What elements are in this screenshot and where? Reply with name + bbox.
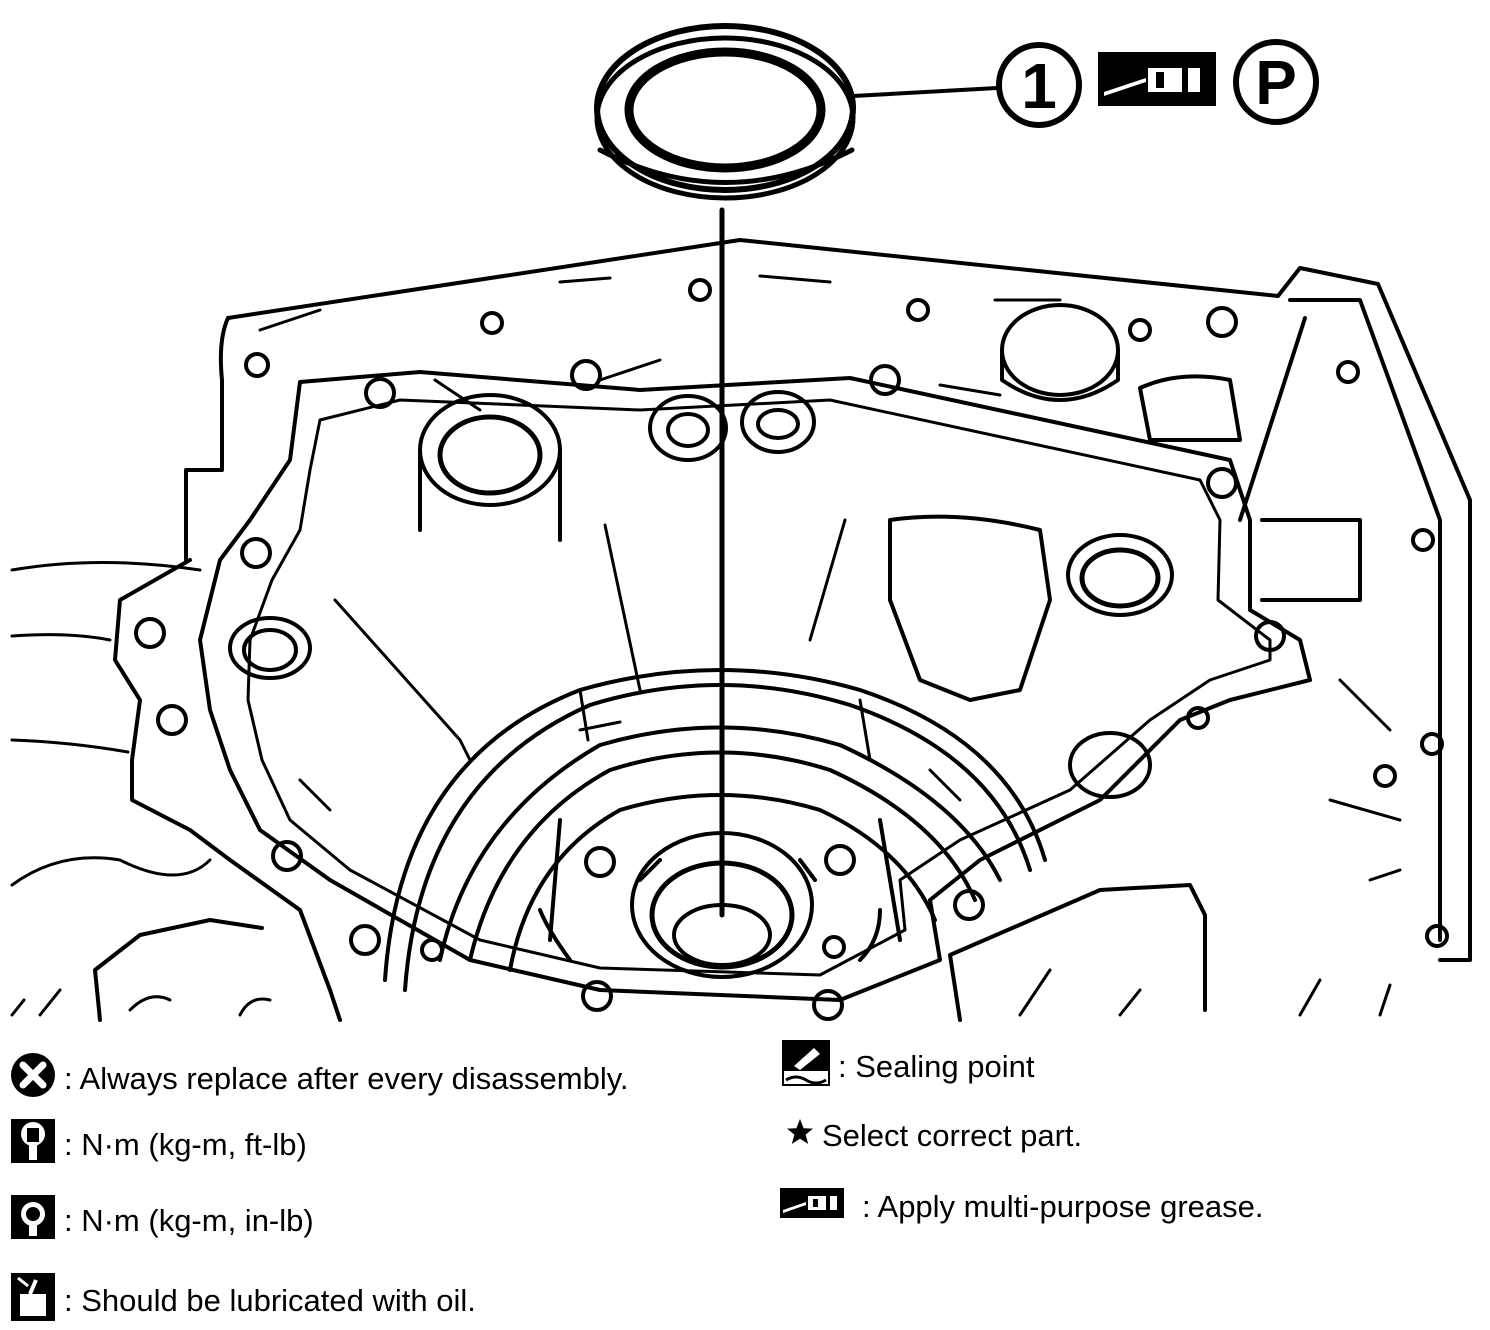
ports bbox=[228, 303, 1242, 799]
oil-can-icon bbox=[10, 1272, 56, 1330]
legend-torque-ftlb: : N·m (kg-m, ft-lb) bbox=[10, 1118, 307, 1172]
torque-wrench-icon bbox=[10, 1118, 56, 1172]
sealing-point-icon bbox=[782, 1040, 830, 1094]
callout-1: 1 bbox=[996, 42, 1082, 128]
bolt-holes bbox=[134, 278, 1449, 1021]
torque-socket-icon bbox=[10, 1194, 56, 1248]
legend-sealing: : Sealing point bbox=[782, 1040, 1034, 1094]
legend-select-text: Select correct part. bbox=[822, 1118, 1083, 1153]
right-bracket bbox=[1238, 298, 1442, 942]
legend-grease: : Apply multi-purpose grease. bbox=[780, 1188, 1264, 1226]
legend-oil: : Should be lubricated with oil. bbox=[10, 1272, 476, 1330]
case-outline bbox=[93, 238, 1472, 1022]
legend-torque-inlb-text: : N·m (kg-m, in-lb) bbox=[64, 1203, 314, 1238]
legend-oil-text: : Should be lubricated with oil. bbox=[64, 1283, 476, 1318]
case-surface-lines bbox=[258, 274, 1402, 882]
legend-select: Select correct part. bbox=[786, 1118, 1082, 1154]
replace-x-icon bbox=[10, 1052, 56, 1106]
background-lines bbox=[10, 561, 1392, 1017]
oil-seal bbox=[594, 23, 856, 201]
legend-replace-text: : Always replace after every disassembly… bbox=[64, 1061, 629, 1096]
grease-gun-icon bbox=[780, 1188, 844, 1226]
legend-torque-inlb: : N·m (kg-m, in-lb) bbox=[10, 1194, 314, 1248]
star-icon bbox=[786, 1118, 814, 1154]
grease-gun-icon bbox=[1098, 52, 1216, 106]
callout-leader-line bbox=[851, 86, 999, 98]
pump-housing bbox=[383, 668, 1047, 992]
legend-sealing-text: : Sealing point bbox=[838, 1049, 1035, 1084]
transaxle-case-diagram: 1 P bbox=[10, 23, 1472, 1022]
legend-torque-ftlb-text: : N·m (kg-m, ft-lb) bbox=[64, 1127, 307, 1162]
svg-text:P: P bbox=[1255, 49, 1296, 118]
p-symbol: P bbox=[1233, 39, 1319, 125]
callout-number: 1 bbox=[1021, 50, 1057, 122]
legend-grease-text: : Apply multi-purpose grease. bbox=[862, 1189, 1264, 1224]
legend-replace: : Always replace after every disassembly… bbox=[10, 1052, 629, 1106]
